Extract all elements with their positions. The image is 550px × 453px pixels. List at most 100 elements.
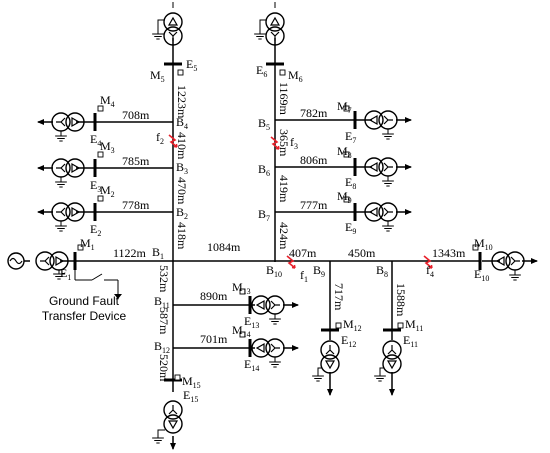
label-B12: B12 — [154, 339, 170, 355]
svg-text:f4: f4 — [426, 263, 434, 279]
svg-text:M13: M13 — [232, 280, 251, 296]
svg-text:f2: f2 — [156, 130, 164, 146]
label-E11: E11 — [403, 333, 418, 349]
label-M3: M3 — [100, 139, 115, 155]
meter-M9 — [343, 196, 350, 203]
ground-icon — [373, 375, 387, 382]
ground-icon — [54, 225, 68, 232]
length-B4-E4: 708m — [122, 108, 150, 122]
svg-text:M2: M2 — [100, 183, 115, 199]
svg-text:532m: 532m — [157, 265, 171, 293]
svg-text:785m: 785m — [122, 154, 150, 168]
length-E1-B1: 1122m — [113, 246, 147, 260]
label-E1: E1 — [60, 266, 71, 282]
label-f3: f3 — [290, 135, 298, 151]
length-B11-B12: 587m — [157, 307, 171, 335]
length-B2-E2: 778m — [122, 198, 150, 212]
ground-icon — [54, 181, 68, 188]
transformer-icon — [51, 202, 85, 222]
svg-text:f1: f1 — [300, 268, 308, 284]
label-M8: M8 — [337, 144, 352, 160]
svg-text:717m: 717m — [332, 283, 346, 311]
svg-text:E10: E10 — [474, 267, 489, 283]
feeder-lines — [75, 62, 500, 380]
transformer-icon — [265, 12, 285, 46]
ground-icon — [311, 375, 325, 382]
label-f1: f1 — [300, 268, 308, 284]
ground-fault-transfer-device: Ground Fault Transfer Device — [42, 270, 127, 323]
svg-text:M4: M4 — [100, 93, 115, 109]
label-B7: B7 — [258, 207, 270, 223]
label-M2: M2 — [100, 183, 115, 199]
meter-M6 — [279, 69, 286, 76]
svg-text:1169m: 1169m — [277, 82, 291, 116]
label-M1: M1 — [80, 236, 95, 252]
label-M14: M14 — [232, 323, 251, 339]
svg-text:E14: E14 — [244, 357, 259, 373]
label-B10: B10 — [266, 263, 282, 279]
label-E9: E9 — [345, 220, 356, 236]
length-B9-B8: 450m — [348, 246, 376, 260]
transformer-icon — [364, 110, 398, 130]
svg-text:f3: f3 — [290, 135, 298, 151]
svg-text:1084m: 1084m — [207, 240, 241, 254]
svg-text:E1: E1 — [60, 266, 71, 282]
label-B9: B9 — [313, 263, 325, 279]
label-M11: M11 — [405, 317, 423, 333]
label-E14: E14 — [244, 357, 259, 373]
svg-text:B5: B5 — [258, 116, 270, 132]
label-E5: E5 — [186, 57, 197, 73]
svg-text:M7: M7 — [337, 99, 352, 115]
meter-M10 — [472, 244, 479, 251]
meter-M3 — [97, 151, 104, 158]
svg-text:B8: B8 — [376, 263, 388, 279]
measurement-points — [77, 69, 479, 381]
label-E10: E10 — [474, 267, 489, 283]
ground-icon — [151, 33, 165, 40]
label-M10: M10 — [474, 236, 493, 252]
length-B8-E10: 1343m — [432, 246, 466, 260]
svg-text:E15: E15 — [183, 388, 198, 404]
ground-icon — [381, 180, 395, 187]
svg-text:M3: M3 — [100, 139, 115, 155]
meter-M4 — [97, 105, 104, 112]
svg-text:E8: E8 — [345, 175, 356, 191]
svg-text:419m: 419m — [277, 175, 291, 203]
length-B9-E12: 717m — [332, 283, 346, 311]
svg-text:470m: 470m — [175, 177, 189, 205]
svg-text:E9: E9 — [345, 220, 356, 236]
svg-text:E2: E2 — [90, 222, 101, 238]
ground-icon — [268, 318, 282, 325]
length-B6-B7: 419m — [277, 175, 291, 203]
transformer-icon — [382, 340, 402, 374]
device-label-line1: Ground Fault — [49, 294, 120, 308]
device-label-line2: Transfer Device — [42, 309, 127, 323]
svg-text:M12: M12 — [343, 317, 362, 333]
length-B5-E7: 782m — [300, 106, 328, 120]
transformer-icon — [320, 340, 340, 374]
label-E13: E13 — [244, 314, 259, 330]
label-M4: M4 — [100, 93, 115, 109]
length-E6-B5: 1169m — [277, 82, 291, 116]
label-B6: B6 — [258, 162, 270, 178]
svg-text:450m: 450m — [348, 246, 376, 260]
svg-text:1223m: 1223m — [175, 85, 189, 119]
svg-text:B9: B9 — [313, 263, 325, 279]
meter-M8 — [343, 151, 350, 158]
length-B7-B10: 424m — [277, 222, 291, 250]
length-B12-E14: 701m — [200, 332, 228, 346]
svg-text:520m: 520m — [157, 354, 171, 382]
ground-icon — [151, 437, 165, 444]
meter-M13 — [239, 288, 246, 295]
length-B12-E15: 520m — [157, 354, 171, 382]
svg-text:424m: 424m — [277, 222, 291, 250]
meter-M2 — [97, 195, 104, 202]
label-M5: M5 — [150, 68, 165, 84]
label-E15: E15 — [183, 388, 198, 404]
length-B6-E8: 806m — [300, 153, 328, 167]
line-lengths: 1223m 410m 470m 418m 708m 785m 778m 1169… — [113, 82, 466, 382]
length-B1-B11: 532m — [157, 265, 171, 293]
ground-icon — [54, 135, 68, 142]
svg-text:B6: B6 — [258, 162, 270, 178]
